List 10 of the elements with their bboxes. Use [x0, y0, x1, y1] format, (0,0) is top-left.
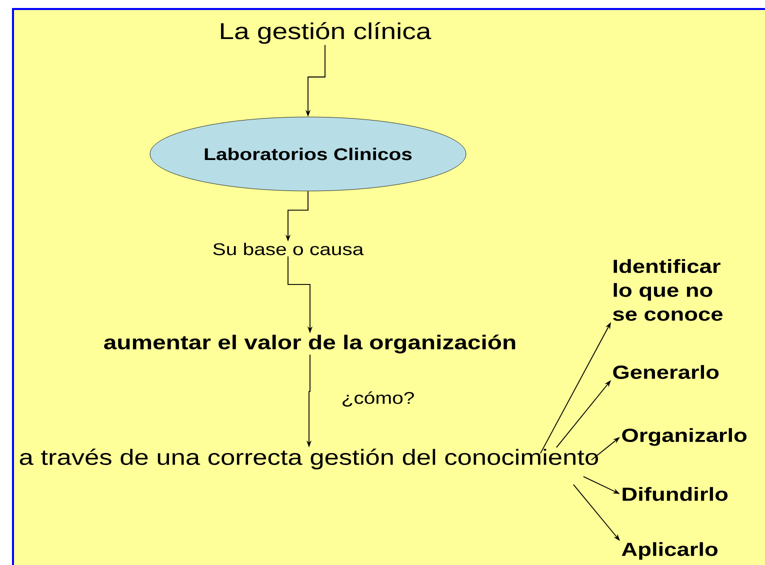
- step-text: a través de una correcta gestión del conocimiento: [20, 448, 598, 470]
- heading-text: La gestión clínica: [221, 22, 432, 44]
- step-text: Su base o causa: [213, 242, 364, 256]
- action-text: Aplicarlo: [622, 542, 718, 560]
- edge-label: ¿cómo?: [340, 390, 416, 408]
- action-text: Generarlo: [613, 365, 719, 379]
- step-text: aumentar el valor de la organización: [104, 334, 516, 354]
- action-text: Organizarlo: [622, 428, 747, 446]
- action-text: Identificar lo que no se conoce: [613, 259, 722, 321]
- action-text: Difundirlo: [622, 487, 728, 501]
